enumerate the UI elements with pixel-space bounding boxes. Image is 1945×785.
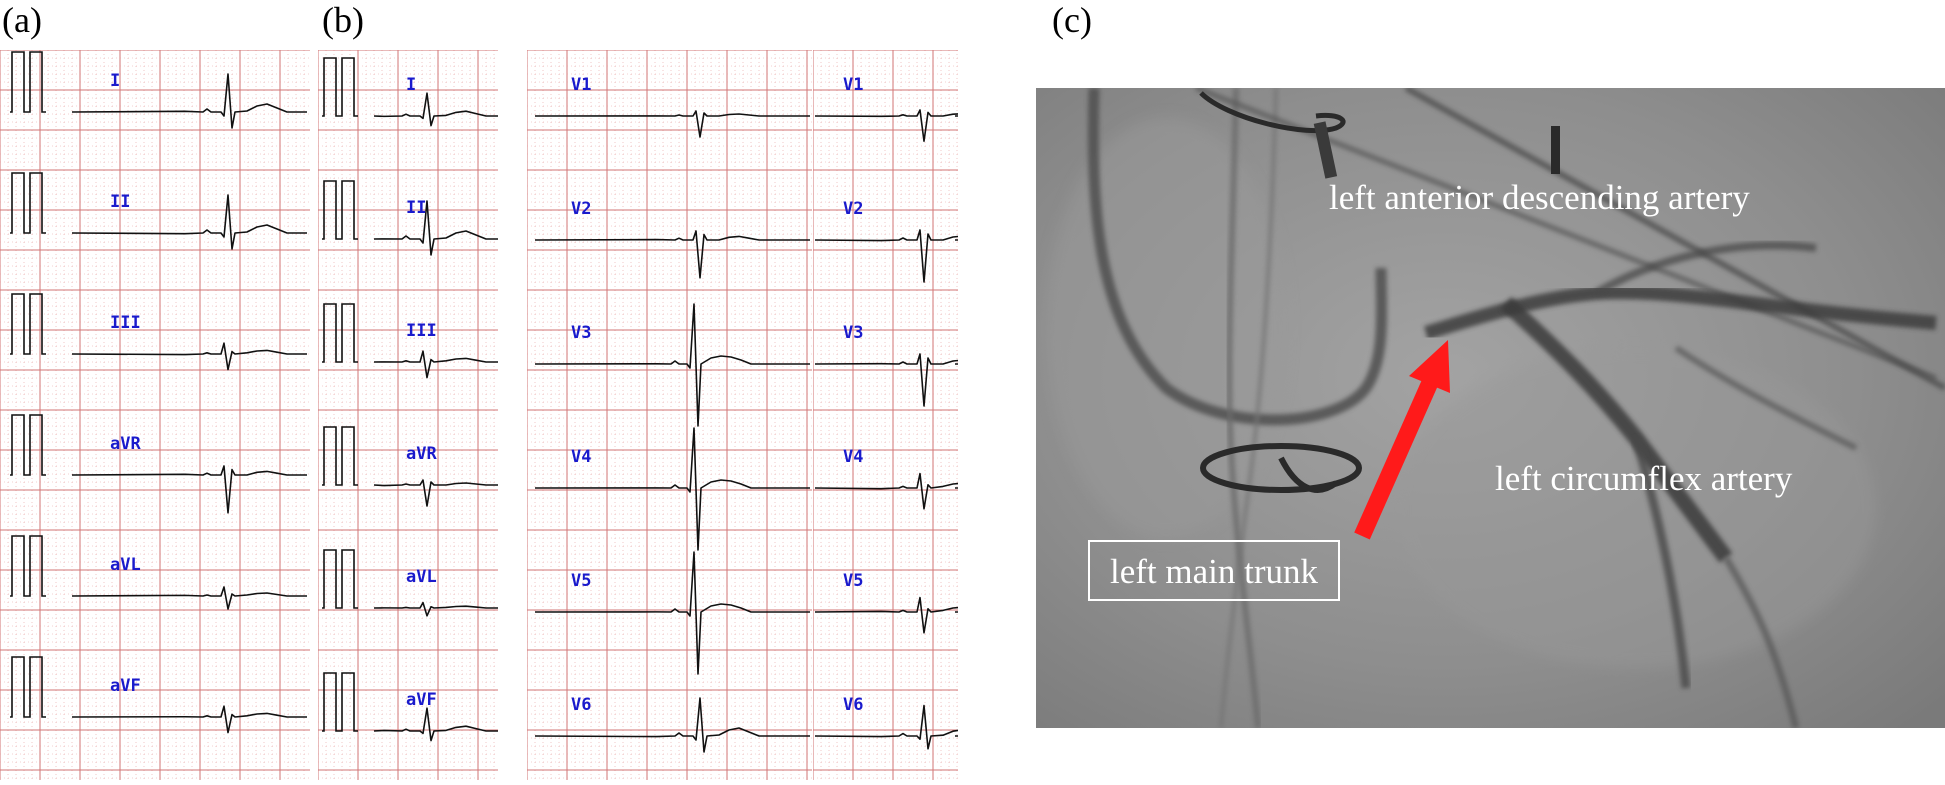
ecg-a-chest-grid: V1V2V3V4V5V6 [527,50,812,780]
ecg-b-chest-grid: V1V2V3V4V5V6 [813,50,958,780]
ecg-b-grid: IIIIIIaVRaVLaVF [318,50,498,780]
lead-label: V3 [843,323,863,343]
ecg-a-limb-leads: IIIIIIaVRaVLaVF [0,50,310,780]
lead-label: aVR [406,444,437,464]
lead-label: I [406,75,416,95]
lead-label: III [110,313,141,333]
label-left-circumflex-artery: left circumflex artery [1495,461,1792,496]
label-left-anterior-descending-artery: left anterior descending artery [1329,180,1750,215]
lead-label: aVR [110,434,141,454]
lead-label: aVF [110,676,141,696]
lead-label: V4 [571,447,591,467]
lead-label: III [406,321,437,341]
panel-label-c: (c) [1052,2,1092,38]
lead-label: II [406,198,426,218]
lead-label: aVL [110,555,141,575]
lead-label: V1 [571,75,591,95]
panel-label-b: (b) [322,2,364,38]
ecg-a-chest-leads: V1V2V3V4V5V6 [527,50,812,780]
coronary-angiogram: left anterior descending artery left cir… [1036,88,1945,728]
lead-label: aVF [406,690,437,710]
lead-label: II [110,192,130,212]
panel-label-a: (a) [2,2,42,38]
lead-label: aVL [406,567,437,587]
lead-label: V4 [843,447,863,467]
lead-label: V5 [843,571,863,591]
lead-label: V2 [571,199,591,219]
lead-label: V6 [843,695,863,715]
ecg-b-chest-leads: V1V2V3V4V5V6 [813,50,958,780]
lead-label: V2 [843,199,863,219]
lead-label: V6 [571,695,591,715]
lead-label: V5 [571,571,591,591]
label-left-main-trunk: left main trunk [1088,540,1340,601]
ecg-b-limb-leads: IIIIIIaVRaVLaVF [318,50,498,780]
lead-label: I [110,71,120,91]
lead-label: V3 [571,323,591,343]
lead-label: V1 [843,75,863,95]
ecg-a-grid: IIIIIIaVRaVLaVF [0,50,310,780]
